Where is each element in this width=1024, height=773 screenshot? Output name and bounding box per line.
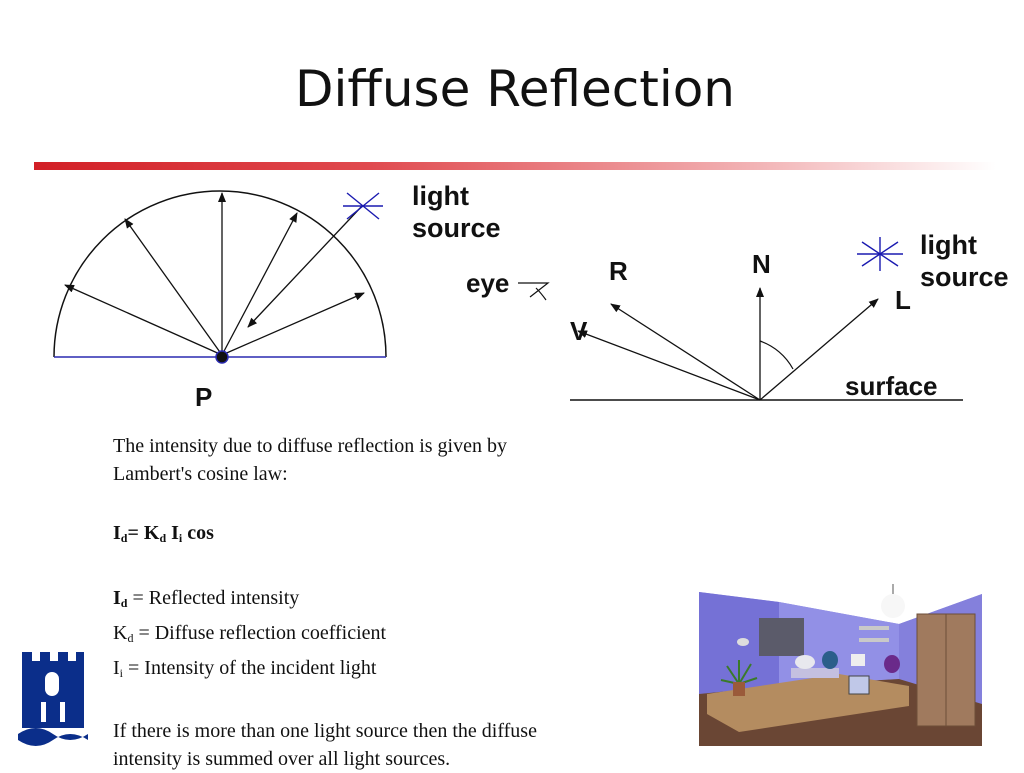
- r-label: R: [609, 256, 628, 286]
- star-burst-icon: [343, 192, 383, 220]
- view-vector: [577, 330, 761, 401]
- left-light-label-line2: source: [412, 213, 501, 244]
- l-label: L: [895, 285, 911, 315]
- right-light-label-line2: source: [920, 262, 1009, 293]
- definition-kd: Kd = Diffuse reflection coefficient: [113, 622, 387, 645]
- point-p-label: P: [195, 382, 213, 412]
- title-accent-bar: [34, 162, 996, 170]
- v-label: V: [570, 316, 588, 346]
- diffuse-ray: [221, 212, 298, 356]
- outro-text: If there is more than one light source t…: [113, 717, 633, 773]
- intro-text: The intensity due to diffuse reflection …: [113, 432, 633, 488]
- incident-ray: [247, 205, 363, 328]
- reflected-vector: [610, 303, 761, 401]
- intro-line-1: The intensity due to diffuse reflection …: [113, 435, 507, 457]
- left-light-source-label: light source: [412, 180, 501, 245]
- diffuse-ray: [124, 218, 223, 356]
- light-vector: [759, 298, 879, 401]
- intro-line-2: Lambert's cosine law:: [113, 463, 288, 485]
- body-text: The intensity due to diffuse reflection …: [113, 432, 633, 773]
- diffuse-ray: [64, 284, 223, 356]
- point-p-marker: [215, 350, 229, 364]
- definitions-list: Id = Reflected intensity Kd = Diffuse re…: [113, 583, 633, 688]
- hemisphere-arc: [53, 190, 387, 358]
- slide-title: Diffuse Reflection: [294, 60, 735, 118]
- definition-id: Id = Reflected intensity: [113, 587, 300, 610]
- n-label: N: [752, 249, 771, 279]
- outro-line-1: If there is more than one light source t…: [113, 720, 537, 742]
- reflection-vectors-diagram: [518, 237, 963, 401]
- angle-arc: [759, 340, 794, 370]
- surface-label: surface: [845, 371, 938, 401]
- lambert-formula: Id= Kd Ii cos: [113, 522, 214, 545]
- castle-tower-logo: [18, 652, 88, 746]
- star-burst-icon: [857, 237, 903, 271]
- definition-ii: Ii = Intensity of the incident light: [113, 657, 377, 680]
- right-light-source-label: light source: [920, 229, 1009, 294]
- eye-icon: [518, 282, 550, 301]
- eye-label: eye: [466, 268, 510, 298]
- left-light-label-line1: light: [412, 181, 469, 211]
- diffuse-ray: [221, 292, 365, 356]
- right-light-label-line1: light: [920, 230, 977, 260]
- hemisphere-diagram: [53, 190, 387, 364]
- outro-line-2: intensity is summed over all light sourc…: [113, 748, 451, 770]
- rendered-room-image: [699, 554, 982, 746]
